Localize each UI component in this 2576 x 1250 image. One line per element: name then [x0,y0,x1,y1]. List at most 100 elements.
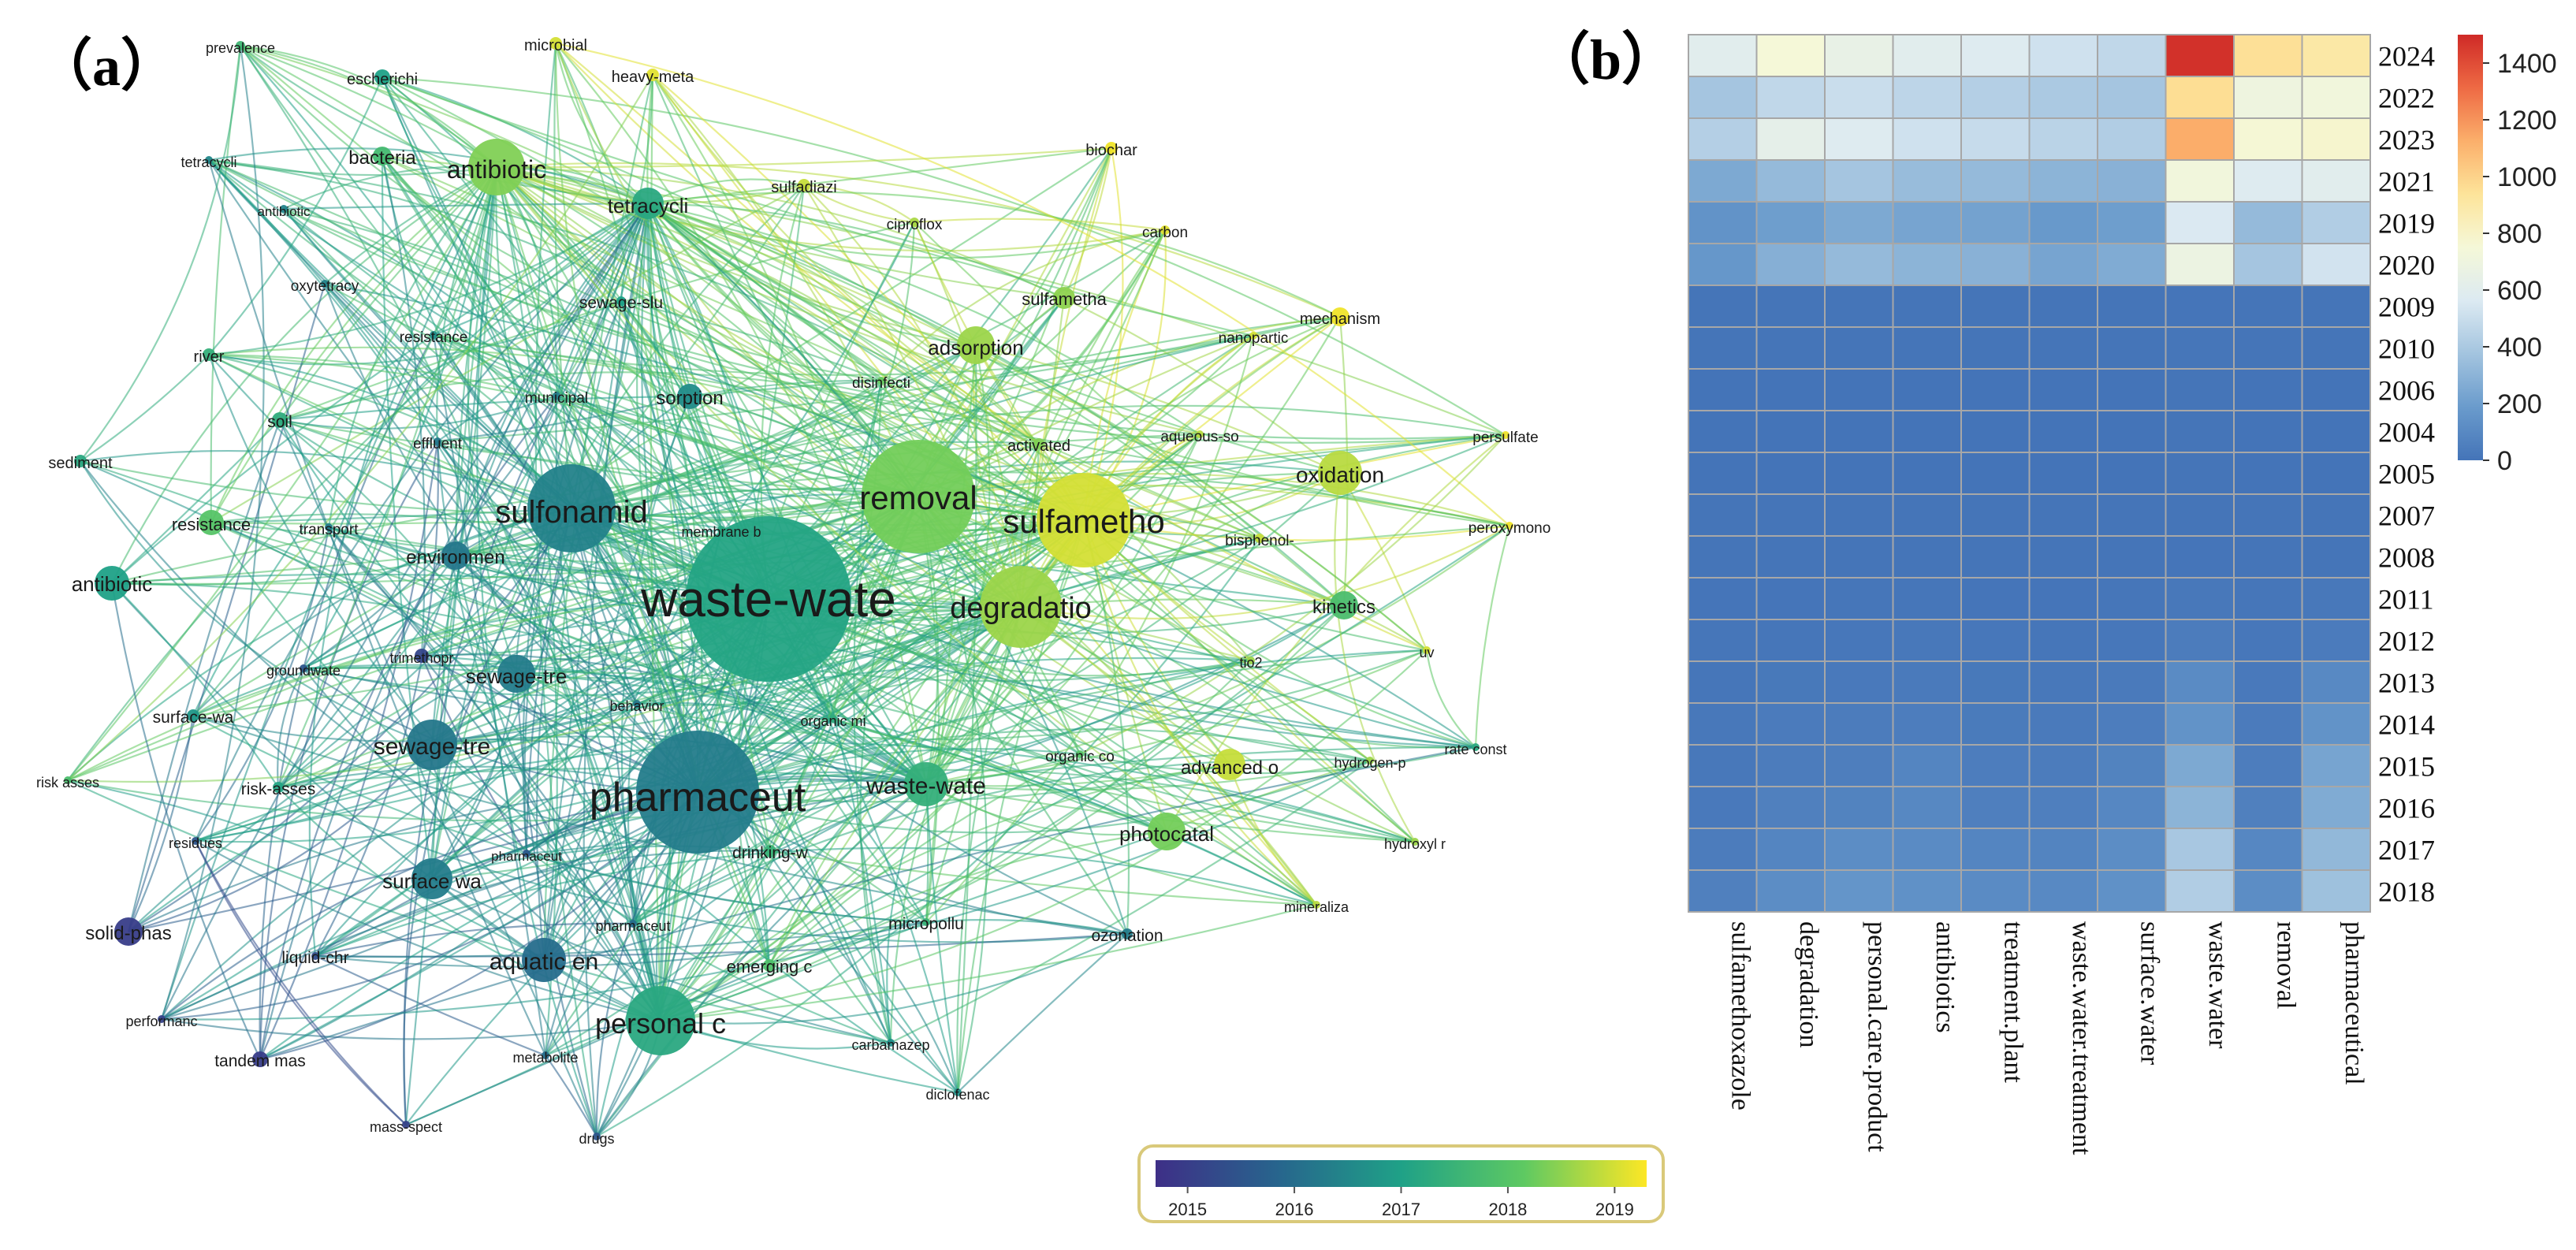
node-label: surface-wa [153,709,234,727]
heatmap-cell [1688,34,1758,77]
heatmap-cell [2233,619,2303,662]
heatmap-cell [1892,577,1962,620]
node-label: residues [169,835,222,851]
network-edge [277,668,304,788]
heatmap-cell [2301,869,2371,913]
heatmap-cell [2097,660,2167,704]
heatmap-cell [2301,535,2371,578]
network-node [321,280,329,288]
heatmap-row-label: 2006 [2378,375,2435,407]
network-edge [308,166,497,957]
heatmap-cell [2097,619,2167,662]
heatmap-cell [1824,34,1894,77]
network-node [593,1133,601,1140]
heatmap-cell [2301,452,2371,495]
heatmap-cell [2233,34,2303,77]
node-label: mechanism [1300,311,1380,328]
network-edge [925,649,1428,786]
network-nodes [64,37,1513,1140]
node-label: micropollu [888,915,964,933]
network-edge [620,300,699,793]
heatmap-cell [1960,201,2031,244]
heatmap-cell [2233,786,2303,829]
heatmap-cell [1960,285,2031,328]
year-colorbar-tick-label: 2015 [1168,1200,1207,1219]
network-edge [660,921,927,1022]
network-edge [636,203,770,966]
heatmap-cell [2165,619,2235,662]
heatmap-cell [2028,869,2098,913]
heatmap-cell [1688,493,1758,537]
heatmap-cell [2233,410,2303,453]
network-edge [571,441,1040,510]
network-edge [632,496,919,924]
heatmap-cell [1755,744,1826,787]
heatmap-cell [2233,660,2303,704]
network-edge [535,508,573,961]
heatmap-cell [2233,493,2303,537]
network-node [300,664,307,672]
node-label: risk-asses [241,780,316,798]
network-edge [495,166,771,966]
network-edge [111,433,1201,585]
node-label: microbial [524,37,587,54]
network-edge [555,43,928,785]
heatmap-cell [2233,577,2303,620]
network-edge [918,496,1416,843]
network-edge [382,76,1085,521]
network-edge [1228,764,1317,906]
node-label: uv [1419,645,1434,660]
network-edge [195,657,1252,843]
network-edge [646,203,722,530]
heatmap-cell [1824,452,1894,495]
network-edge [208,159,1476,749]
network-edge [455,488,919,557]
node-label: membrane b [681,524,761,540]
network-edge [554,43,649,204]
node-label: tandem mas [214,1052,306,1070]
node-label: degradatio [950,592,1092,625]
node-label: pharmaceut [590,775,806,820]
network-node [887,1039,895,1047]
node-label: personal c [595,1007,726,1040]
network-edge [1474,525,1511,748]
network-edge [697,297,1065,793]
heatmap-cell [1688,619,1758,662]
network-edge [161,791,698,1020]
heatmap-row-label: 2007 [2378,500,2435,532]
heatmap-cell [2165,744,2235,787]
heatmap-cell [2028,493,2098,537]
network-edge [382,76,1506,436]
network-node [187,709,199,722]
network-edge [880,379,1260,540]
network-edge [697,759,1371,834]
heatmap-row-label: 2014 [2378,709,2435,741]
node-label: waste-wate [865,773,986,799]
heatmap-cell [2301,201,2371,244]
network-edge [110,582,261,1060]
network-edge [496,166,1252,661]
node-label: activated [1007,437,1070,455]
heatmap-cell [2097,159,2167,203]
network-node [910,218,919,227]
heatmap-cell [2165,869,2235,913]
heatmap-cell [1755,786,1826,829]
network-edge [496,162,1341,318]
heatmap-cell [2028,452,2098,495]
network-edge [496,166,1317,906]
network-edge [1083,316,1341,521]
network-node [527,464,616,552]
network-edge [886,783,928,1044]
node-label: hydroxyl r [1384,836,1446,852]
network-node [1318,451,1362,495]
network-edge [240,45,572,509]
network-edge [192,714,1128,936]
network-edge [880,229,1166,381]
heatmap-cell [2097,702,2167,746]
heatmap-cell [2233,201,2303,244]
heatmap-cell [1960,368,2031,411]
heatmap-column-label: antibiotics [1930,921,1960,1033]
heatmap-cell [1892,243,1962,286]
